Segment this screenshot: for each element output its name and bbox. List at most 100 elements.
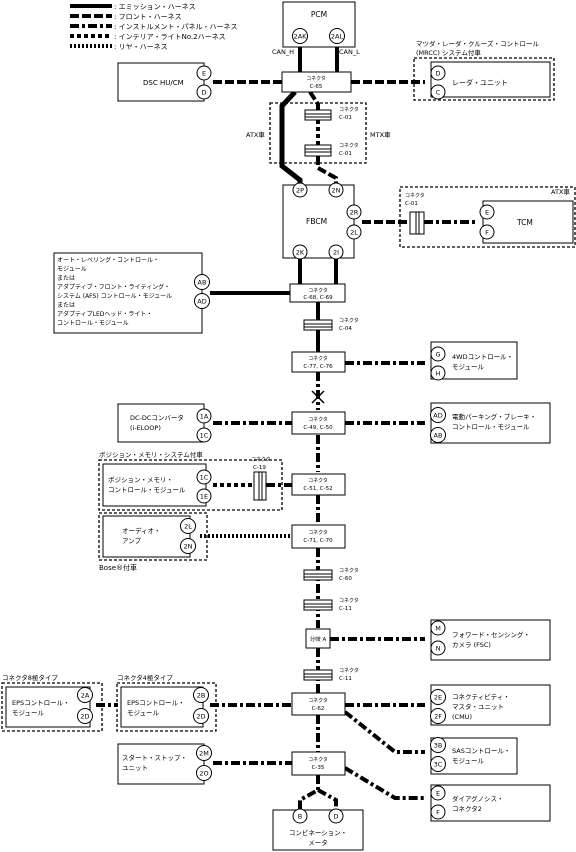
svg-text:マスタ・ユニット: マスタ・ユニット <box>452 702 504 711</box>
pin-dsc-d: D <box>201 89 206 97</box>
pin-eps4-2d: 2D <box>196 713 205 721</box>
wire-mtx-lower <box>316 156 338 185</box>
svg-text:EPSコントロール・: EPSコントロール・ <box>12 699 70 707</box>
svg-text:アダプティブLEDヘッド・ライト・: アダプティブLEDヘッド・ライト・ <box>57 310 152 318</box>
pin-fbcm-2n: 2N <box>332 187 341 195</box>
c01-upper-id: C-01 <box>339 115 352 121</box>
wire-diag <box>343 766 425 800</box>
svg-text:DC-DCコンバータ: DC-DCコンバータ <box>130 413 184 422</box>
svg-text:フォワード・センシング・: フォワード・センシング・ <box>452 630 530 639</box>
harness-wires <box>96 45 478 810</box>
svg-text:モジュール: モジュール <box>12 709 45 717</box>
radar-label: レーダ・ユニット <box>452 78 508 87</box>
c77-id: C-77, C-76 <box>303 364 333 370</box>
pin-eps4-2b: 2B <box>197 692 206 700</box>
connector-c19 <box>253 471 267 501</box>
svg-text:コネクティビティ・: コネクティビティ・ <box>452 692 510 701</box>
c68-title: コネクタ <box>308 287 328 294</box>
bose-label: Bose®付車 <box>99 563 137 572</box>
c11-lower-title: コネクタ <box>339 667 359 674</box>
svg-text:4WDコントロール・: 4WDコントロール・ <box>452 353 513 361</box>
svg-text:モジュール: モジュール <box>452 757 485 765</box>
epb-box <box>430 402 551 444</box>
c71-title: コネクタ <box>308 529 328 536</box>
c65-id: C-65 <box>310 84 323 90</box>
fsc-box <box>430 619 551 661</box>
svg-text:コントロール・モジュール: コントロール・モジュール <box>57 320 129 327</box>
c11-lower-id: C-11 <box>339 676 352 682</box>
connector-c35 <box>291 751 346 776</box>
dcdc-label: DC-DCコンバータ (i-ELOOP) <box>130 413 184 432</box>
radar-title-2: (MRCC) システム付車 <box>416 48 481 57</box>
connector-c01-tcm <box>409 211 425 235</box>
connector-c49 <box>291 411 346 435</box>
legend: : エミッション・ハーネス : フロント・ハーネス : インストルメント・パネル… <box>70 3 237 51</box>
diag-box <box>430 784 551 822</box>
wire-c35-meter-r <box>317 788 338 810</box>
pin-dsc-e: E <box>202 70 206 78</box>
connector-c11-lower <box>303 669 333 681</box>
tcm-box <box>482 200 574 244</box>
eps8-label: EPSコントロール・ モジュール <box>12 699 70 717</box>
legend-item-rear: : リヤ・ハーネス <box>114 43 168 51</box>
wire-sas <box>343 710 425 754</box>
legend-item-front: : フロント・ハーネス <box>114 13 182 21</box>
c04-title: コネクタ <box>339 317 359 324</box>
svg-text:(CMU): (CMU) <box>452 713 472 721</box>
eps4-box <box>120 686 204 728</box>
awd-label: 4WDコントロール・ モジュール <box>452 353 513 371</box>
c04-id: C-04 <box>339 326 352 332</box>
wire-c35-meter-l <box>298 775 320 810</box>
pin-ss-2o: 2O <box>199 770 208 778</box>
mtx-label: MTX車 <box>370 130 391 139</box>
fsc-label: フォワード・センシング・ カメラ (FSC) <box>452 630 530 649</box>
c11-upper-title: コネクタ <box>339 597 359 604</box>
c01-lower-id: C-01 <box>339 151 352 157</box>
radar-box <box>430 61 551 98</box>
svg-text:メータ: メータ <box>308 838 328 847</box>
svg-text:ユニット: ユニット <box>122 764 148 772</box>
c60-title: コネクタ <box>339 567 359 574</box>
pin-sas-3b: 3B <box>434 742 443 750</box>
svg-text:EPSコントロール・: EPSコントロール・ <box>127 699 185 707</box>
pin-sas-3c: 3C <box>434 761 443 769</box>
connector-c60 <box>303 569 333 581</box>
c51-id: C-51, C-52 <box>303 486 332 492</box>
svg-text:カメラ (FSC): カメラ (FSC) <box>452 641 491 649</box>
svg-text:または: または <box>57 302 75 309</box>
svg-text:(i-ELOOP): (i-ELOOP) <box>130 424 161 432</box>
pin-fbcm-2r: 2R <box>350 209 359 217</box>
pos-label: ポジション・メモリ・ コントロール・モジュール <box>108 476 186 494</box>
meter-box <box>272 809 364 851</box>
modules <box>5 1 574 851</box>
c51-title: コネクタ <box>308 477 328 484</box>
ss-box <box>117 743 205 785</box>
frame-mtx <box>269 102 367 164</box>
frame-position-memory <box>98 459 283 511</box>
svg-text:オーディオ・: オーディオ・ <box>122 526 161 535</box>
cmu-label: コネクティビティ・ マスタ・ユニット (CMU) <box>452 692 510 721</box>
sas-label: SASコントロール・ モジュール <box>452 747 510 765</box>
pin-fbcm-2l: 2L <box>350 229 358 237</box>
pin-al-ad: AD <box>197 298 206 306</box>
connector-c71 <box>291 524 346 549</box>
c19-title: コネクタ <box>251 456 271 463</box>
pin-fsc-m: M <box>435 625 441 633</box>
legend-item-instrument: : インストルメント・パネル・ハーネス <box>114 23 237 31</box>
pin-awd-h: H <box>436 370 441 378</box>
connector-inner-lines <box>258 113 420 678</box>
frame-eps-4pin <box>116 682 217 732</box>
legend-item-interior: : インテリア・ライトNo.2ハーネス <box>114 33 226 41</box>
dcdc-box <box>117 403 205 443</box>
tcm-label: TCM <box>516 218 533 227</box>
svg-text:オート・レベリング・コントロール・: オート・レベリング・コントロール・ <box>57 256 159 264</box>
frame-bose <box>98 512 208 561</box>
pin-diag-e: E <box>436 790 440 798</box>
pin-eps8-2a: 2A <box>81 692 90 700</box>
pin-eps8-2d: 2D <box>80 713 89 721</box>
c49-title: コネクタ <box>308 416 328 423</box>
frame-eps-8pin <box>1 682 103 732</box>
c71-id: C-71, C-70 <box>303 538 333 544</box>
can-l-label: CAN_L <box>339 48 360 56</box>
meter-label: コンビネーション・ メータ <box>289 828 347 847</box>
